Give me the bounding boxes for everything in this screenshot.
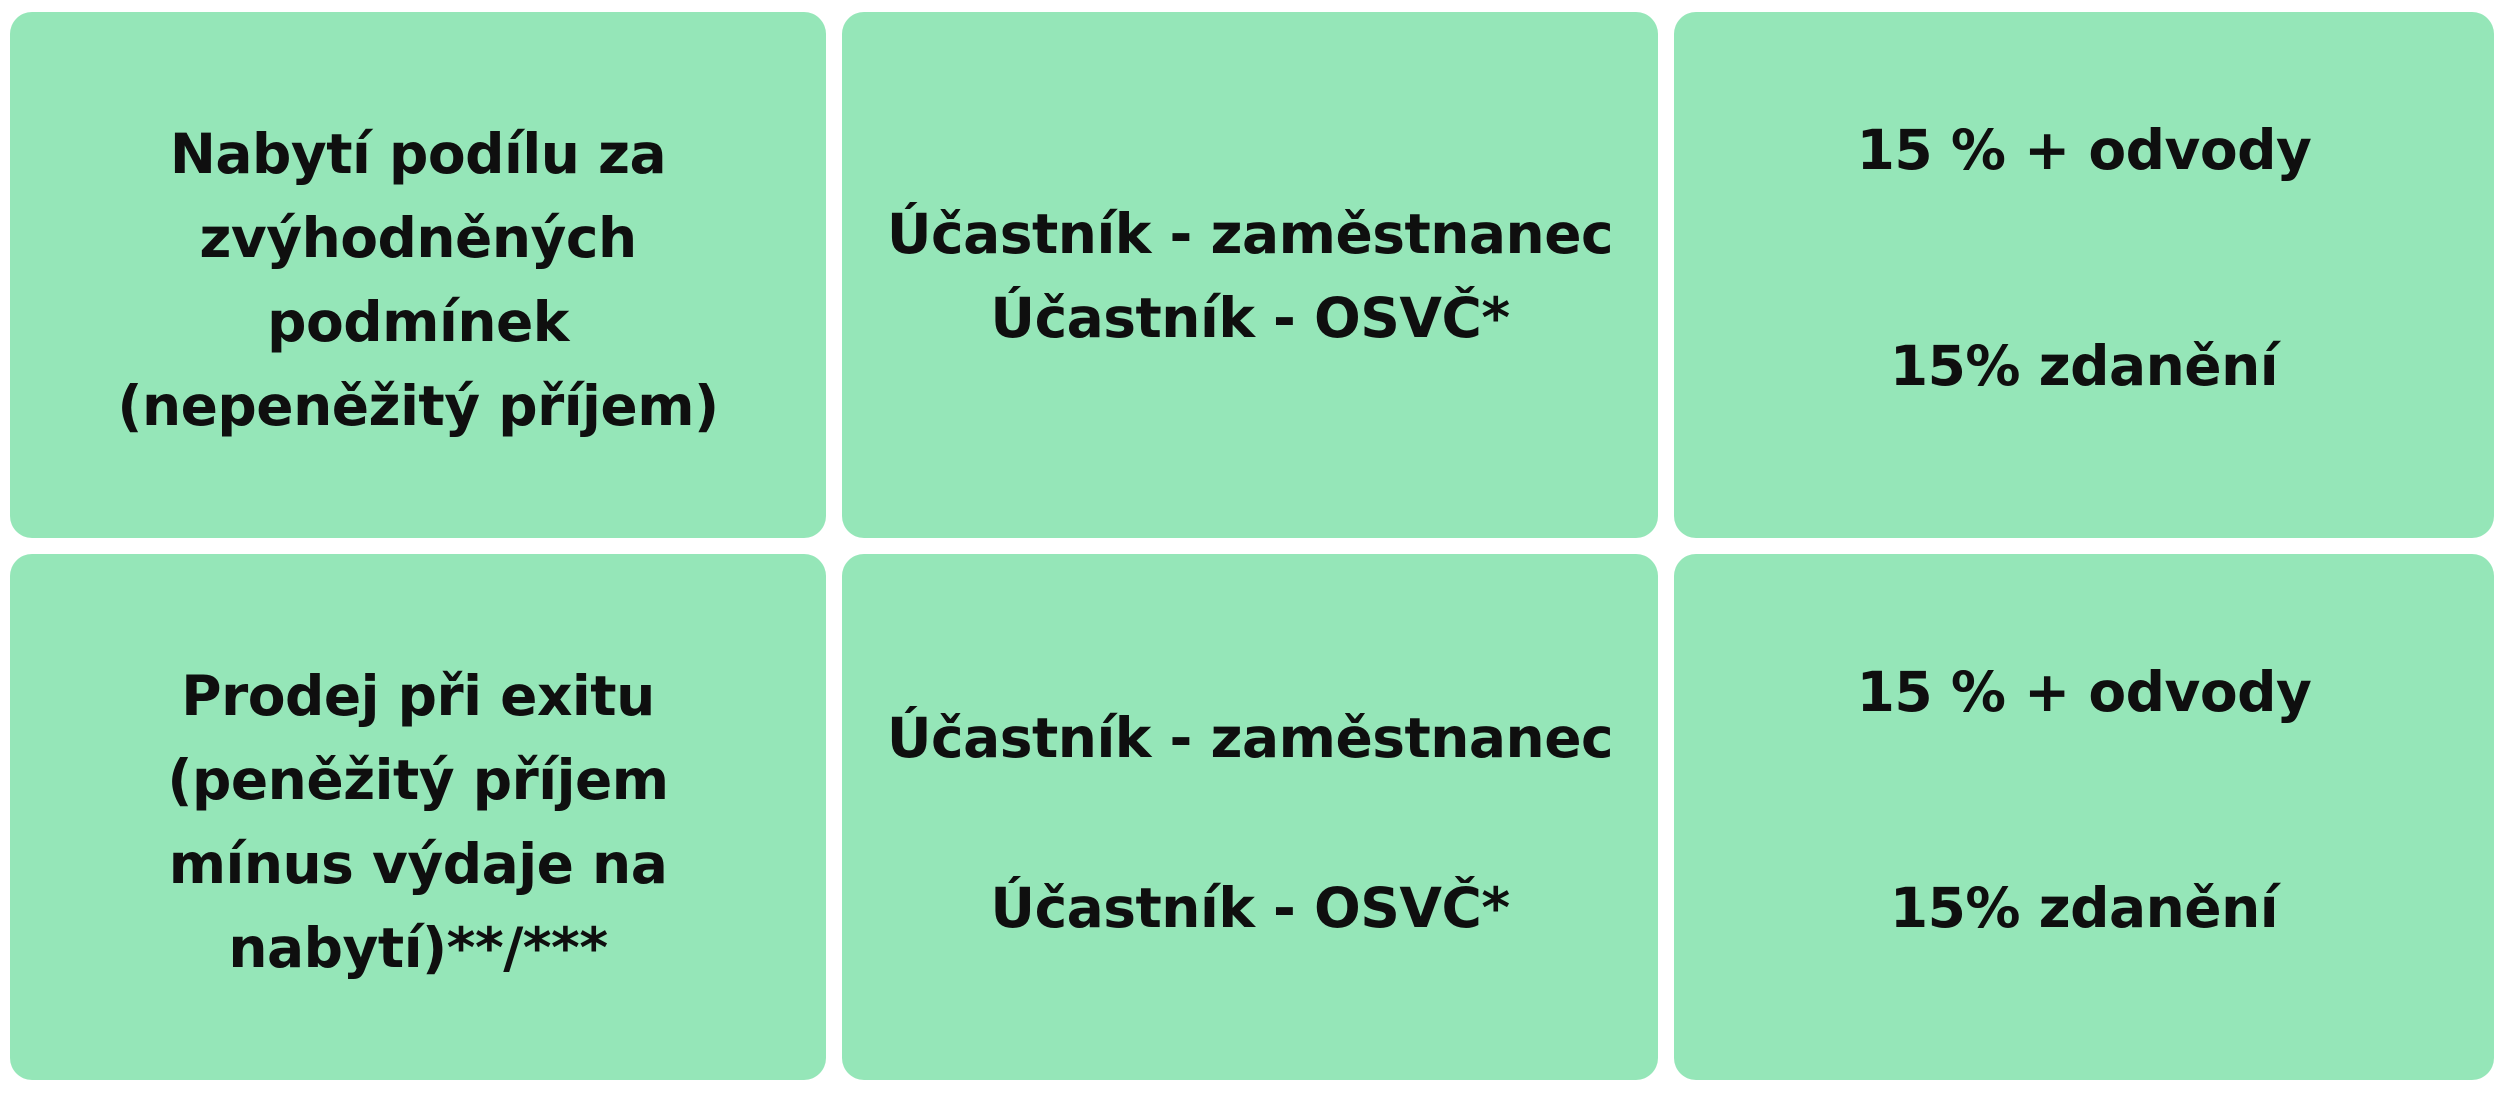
participant-self-employed: Účastník - OSVČ* (990, 876, 1510, 940)
cell-situation-exit: Prodej při exitu (peněžitý příjem mínus … (10, 554, 826, 1080)
tax-table: Nabytí podílu za zvýhodněných podmínek (… (10, 12, 2494, 1084)
taxation-employee: 15 % + odvody (1856, 118, 2312, 182)
cell-situation-acquisition: Nabytí podílu za zvýhodněných podmínek (… (10, 12, 826, 538)
text-line: (nepeněžitý příjem) (117, 374, 719, 438)
participants-text: Účastník - zaměstnanec Účastník - OSVČ* (842, 192, 1658, 360)
participant-employee: Účastník - zaměstnanec (886, 202, 1614, 266)
text-line: Nabytí podílu za (169, 122, 667, 186)
cell-taxation-exit: 15 % + odvody 15% zdanění (1674, 554, 2494, 1080)
taxation-self-employed: 15% zdanění (1889, 876, 2279, 940)
taxation-self-employed: 15% zdanění (1889, 334, 2279, 398)
taxation-employee: 15 % + odvody (1856, 660, 2312, 724)
participant-self-employed: Účastník - OSVČ* (990, 286, 1510, 350)
cell-participants-exit: Účastník - zaměstnanec Účastník - OSVČ* (842, 554, 1658, 1080)
text-line: podmínek (267, 290, 569, 354)
text-line: (peněžitý příjem (167, 748, 669, 812)
text-line: Prodej při exitu (181, 664, 655, 728)
text-line: zvýhodněných (199, 206, 637, 270)
text-line: nabytí)**/*** (228, 916, 608, 980)
participant-employee: Účastník - zaměstnanec (886, 706, 1614, 770)
situation-text: Prodej při exitu (peněžitý příjem mínus … (10, 654, 826, 990)
situation-text: Nabytí podílu za zvýhodněných podmínek (… (10, 112, 826, 448)
text-line: mínus výdaje na (168, 832, 668, 896)
cell-participants-acquisition: Účastník - zaměstnanec Účastník - OSVČ* (842, 12, 1658, 538)
cell-taxation-acquisition: 15 % + odvody 15% zdanění (1674, 12, 2494, 538)
